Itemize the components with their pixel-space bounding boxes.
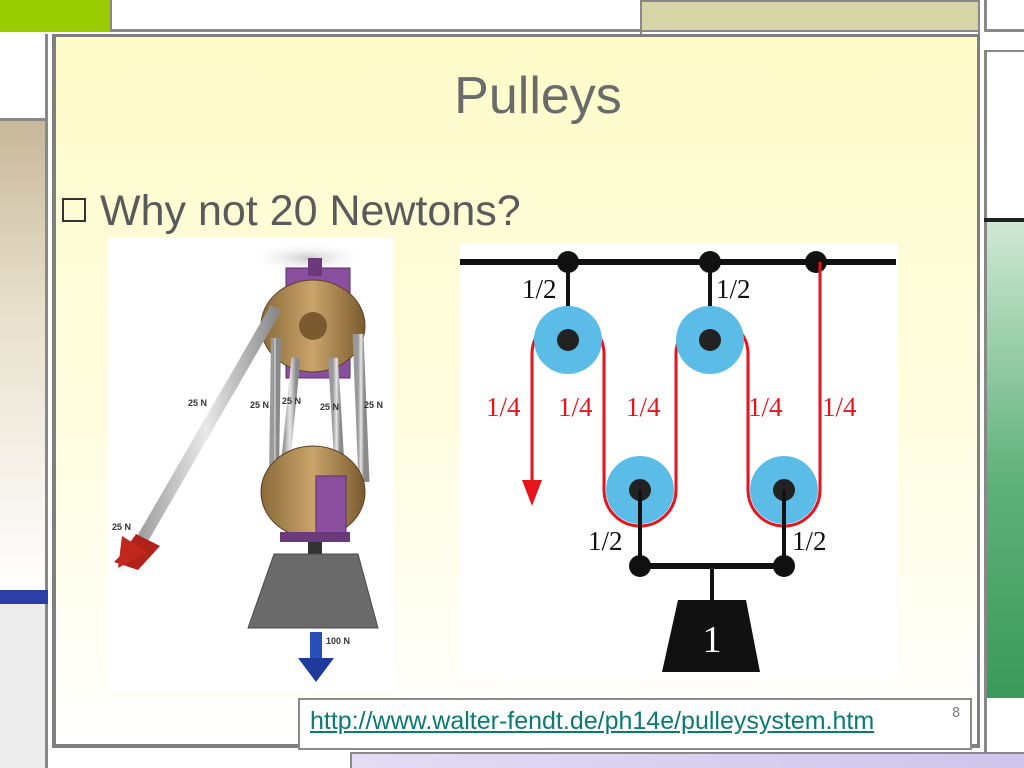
pulley-system-link[interactable]: http://www.walter-fendt.de/ph14e/pulleys… <box>310 707 875 735</box>
link-container <box>298 698 972 750</box>
bullet-point: Why not 20 Newtons? <box>62 187 521 236</box>
label-top-left: 1/2 <box>522 274 557 304</box>
frame-left-white <box>0 34 48 118</box>
frame-left-blue <box>0 590 48 604</box>
label-seg4: 1/4 <box>748 392 783 422</box>
label-bottom-left: 1/2 <box>588 526 623 556</box>
frame-right-top <box>984 50 1024 220</box>
frame-right-bottom <box>984 698 1024 768</box>
frame-left-bottom <box>0 604 48 768</box>
label-seg3: 1/4 <box>626 392 661 422</box>
pull-force-label: 25 N <box>112 522 131 532</box>
pulley-schematic-diagram: 1 1/2 1/2 1/4 1/4 1/4 1/4 1/4 1/2 1/2 <box>460 244 898 680</box>
frame-left-tan <box>0 118 48 590</box>
frame-top-bar <box>110 0 640 32</box>
rope-label-mid1: 25 N <box>250 400 269 410</box>
frame-top-corner <box>984 0 1024 32</box>
slide-number: 8 <box>952 706 961 721</box>
label-seg5: 1/4 <box>822 392 857 422</box>
pulley-photo-illustration: 25 N 25 N 25 N 25 N 25 N 25 N 100 N <box>108 238 394 690</box>
rope-label-left: 25 N <box>188 398 207 408</box>
slide-title-text: Pulleys <box>454 67 622 125</box>
label-seg2: 1/4 <box>558 392 593 422</box>
label-top-right: 1/2 <box>716 274 751 304</box>
frame-bottom-lavender <box>350 752 1024 768</box>
slide-title: Pulleys <box>0 66 1024 126</box>
frame-right-green <box>984 222 1024 698</box>
label-seg1: 1/4 <box>486 392 521 422</box>
bullet-text: Why not 20 Newtons? <box>100 187 521 235</box>
rope-label-right: 25 N <box>364 400 383 410</box>
bullet-square-icon <box>62 197 86 222</box>
frame-top-right-olive <box>640 0 980 32</box>
rope-label-mid2: 25 N <box>282 396 301 406</box>
weight-label: 1 <box>703 619 722 661</box>
rope-label-mid3: 25 N <box>320 402 339 412</box>
label-bottom-right: 1/2 <box>792 526 827 556</box>
weight-force-label: 100 N <box>326 636 350 646</box>
frame-right-line <box>984 218 1024 222</box>
frame-top-left-green <box>0 0 110 32</box>
